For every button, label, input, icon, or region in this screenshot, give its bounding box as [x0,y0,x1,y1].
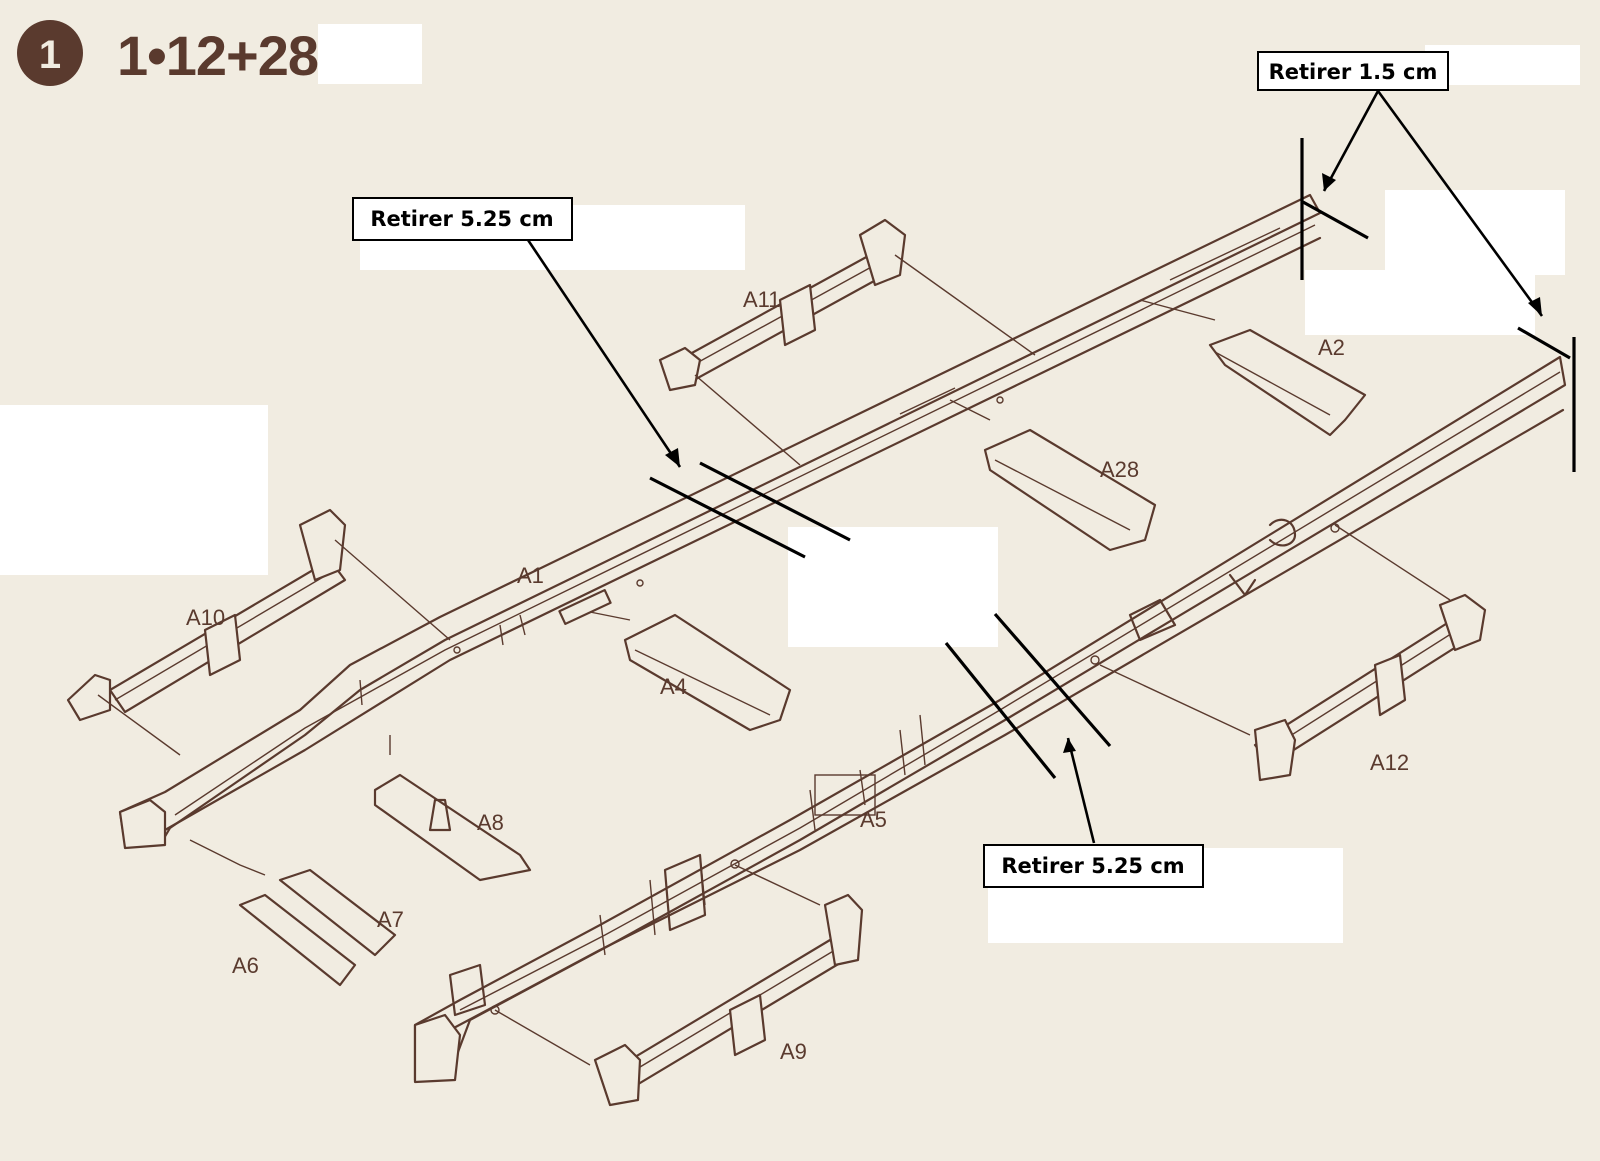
label-a9: A9 [780,1039,807,1064]
label-a6: A6 [232,953,259,978]
cut-line-a1-outer [649,476,806,559]
spring-a9 [494,864,864,1107]
patch-center [788,527,998,647]
step-header: 1 1•12+28 [17,20,319,87]
spring-a11 [658,218,1036,466]
label-a12: A12 [1370,750,1409,775]
patch-title [318,24,422,84]
callout-retirer-left: Retirer 5.25 cm [352,197,573,241]
arrow-to-a1-cut [522,233,682,468]
label-a8: A8 [477,810,504,835]
label-a4: A4 [660,674,687,699]
patch-top-right-a [1425,45,1580,85]
arrow-to-top-cut [1322,90,1380,192]
chassis-rail-a1 [118,193,1322,850]
cut-line-a1-inner [699,461,851,542]
label-a11: A11 [743,287,781,312]
arrowhead-a5-cut [1063,738,1076,753]
cut-line-a5-outer [993,612,1112,748]
spring-a12 [1099,524,1487,782]
label-a2: A2 [1318,335,1345,360]
cut-line-right-diagonal [1517,326,1571,360]
crossmember-a4 [589,611,792,732]
part-labels: A1 A2 A4 A5 A6 A7 A8 A9 A10 A11 A12 A28 [186,287,1409,1064]
arrowhead-top-cut [1322,173,1336,191]
label-a10: A10 [186,605,225,630]
arrowhead-right-cut [1528,297,1542,316]
label-a28: A28 [1100,457,1139,482]
callout-retirer-top-right: Retirer 1.5 cm [1257,51,1449,91]
arrowhead-a1-cut [665,448,680,467]
chassis-rail-a5 [413,355,1567,1084]
patch-top-right-c [1305,270,1535,335]
callout-text: Retirer 1.5 cm [1269,60,1438,84]
callout-retirer-bottom: Retirer 5.25 cm [983,844,1204,888]
callout-text: Retirer 5.25 cm [370,207,553,231]
callout-text: Retirer 5.25 cm [1001,854,1184,878]
patch-left [0,405,268,575]
crossmember-a2 [1139,299,1367,437]
step-title: 1•12+28 [117,24,318,87]
annotation-lines [522,90,1576,844]
crossmember-a28 [949,399,1157,552]
step-badge [17,20,83,86]
cut-line-top-diagonal [1302,200,1369,240]
arrow-to-right-cut [1376,90,1544,317]
cut-line-a5-inner [944,641,1057,780]
spring-a10 [66,508,451,756]
patch-top-right-b [1385,190,1565,275]
label-a7: A7 [377,907,404,932]
label-a1: A1 [517,563,544,588]
bracket-a8 [373,735,532,882]
white-patches [0,24,1580,943]
arrow-to-a5-cut [1066,737,1096,844]
part-a6-a7 [189,839,397,987]
step-number: 1 [39,33,61,77]
label-a5: A5 [860,807,887,832]
